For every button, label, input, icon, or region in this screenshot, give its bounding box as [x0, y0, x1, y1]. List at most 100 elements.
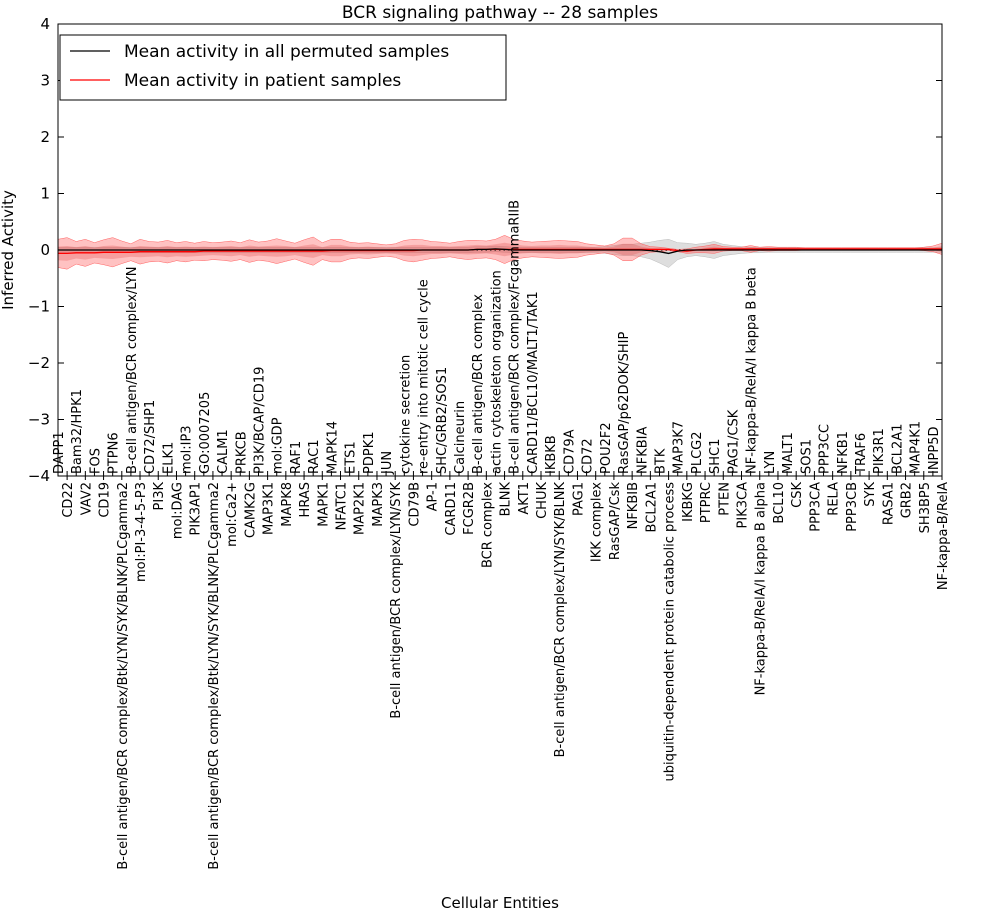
x-tick-label: SOS1 [799, 439, 814, 474]
x-tick-label: NFKBIB [626, 482, 641, 529]
x-tick-label: mol:PI-3-4-5-P3 [134, 482, 149, 582]
x-tick-label: MAP2K1 [353, 482, 368, 535]
x-tick-label: POU2F2 [599, 422, 614, 474]
x-tick-label: INPP5D [927, 426, 942, 474]
x-tick-label: GO:0007205 [198, 392, 213, 474]
x-tick-label: PAG1 [572, 482, 587, 516]
x-tick-label: PTEN [717, 482, 732, 516]
x-tick-label: SHC/GRB2/SOS1 [435, 367, 450, 474]
x-tick-label: RasGAP/Csk [608, 482, 623, 561]
x-tick-label: RasGAP/p62DOK/SHIP [617, 332, 632, 474]
x-tick-label: NF-kappa-B/RelA/I kappa B beta [745, 267, 760, 474]
y-tick-label: −2 [28, 354, 50, 372]
x-tick-label: NFATC1 [335, 482, 350, 530]
x-tick-label: BCL2A1 [890, 424, 905, 474]
x-tick-label: DAPP1 [52, 431, 67, 474]
x-tick-label: cytokine secretion [398, 355, 413, 474]
x-tick-label: AP-1 [426, 482, 441, 511]
x-tick-label: actin cytoskeleton organization [489, 270, 504, 474]
y-tick-label: 3 [40, 72, 50, 90]
x-tick-label: SYK [863, 482, 878, 507]
y-tick-label: 1 [40, 185, 50, 203]
x-axis-label: Cellular Entities [441, 894, 559, 912]
x-tick-label: B-cell antigen/BCR complex [471, 294, 486, 474]
legend-label-patient: Mean activity in patient samples [124, 71, 401, 91]
x-tick-label: PTPRC [699, 482, 714, 523]
x-tick-label: PIK3AP1 [189, 482, 204, 535]
x-tick-label: BCL10 [772, 482, 787, 524]
x-tick-label: CD79A [562, 429, 577, 474]
x-tick-label: PAG1/CSK [726, 409, 741, 474]
x-tick-label: MAP3K1 [262, 482, 277, 535]
x-tick-label: mol:IP3 [180, 425, 195, 474]
x-tick-label: CD79B [407, 482, 422, 527]
x-tick-label: MALT1 [781, 432, 796, 474]
y-tick-label: −4 [28, 467, 50, 485]
x-tick-label: GRB2 [900, 482, 915, 518]
x-tick-label: B-cell antigen/BCR complex/Btk/LYN/SYK/B… [116, 482, 131, 870]
x-tick-label: B-cell antigen/BCR complex/LYN/SYK [389, 482, 404, 719]
x-tick-label: Bam32/HPK1 [70, 389, 85, 474]
x-tick-label: PPP3CB [845, 482, 860, 532]
x-tick-label: PI3K/BCAP/CD19 [253, 367, 268, 474]
x-tick-label: CALM1 [216, 429, 231, 474]
x-tick-label: BCL2A1 [644, 482, 659, 532]
x-tick-label: RELA [827, 482, 842, 516]
x-tick-label: mol:Ca2+ [225, 482, 240, 547]
bands [57, 235, 943, 270]
x-tick-label: B-cell antigen/BCR complex/FcgammaRIIB [508, 200, 523, 474]
x-tick-label: BLNK [499, 482, 514, 517]
x-tick-label: MAPK1 [316, 482, 331, 527]
y-tick-label: 0 [40, 241, 50, 259]
y-tick-label: −3 [28, 411, 50, 429]
legend: Mean activity in all permuted samples Me… [59, 34, 507, 101]
x-tick-label: TRAF6 [854, 433, 869, 475]
x-tick-label: BTK [654, 448, 669, 474]
x-tick-label: MAPK3 [371, 482, 386, 527]
x-tick-label: IKBKG [681, 482, 696, 522]
series-lines [58, 248, 942, 255]
x-tick-label: IKBKB [544, 435, 559, 474]
legend-box [59, 34, 507, 101]
x-tick-label: CSK [790, 482, 805, 508]
y-tick-label: −1 [28, 298, 50, 316]
x-tick-label: RAF1 [289, 441, 304, 474]
y-axis: 4 3 2 1 0 −1 −2 −3 −4 [28, 15, 942, 485]
x-tick-label: PI3K [152, 482, 167, 511]
x-tick-label: PIK3CA [736, 482, 751, 529]
x-tick-label: re-entry into mitotic cell cycle [417, 279, 432, 474]
x-tick-label: NF-kappa-B/RelA [936, 482, 951, 590]
x-tick-label: PPP3CC [818, 424, 833, 474]
y-tick-label: 2 [40, 128, 50, 146]
x-tick-label: RASA1 [881, 482, 896, 525]
legend-label-permuted: Mean activity in all permuted samples [124, 42, 449, 62]
x-tick-label: MAP3K7 [672, 421, 687, 474]
x-tick-label: RAC1 [307, 439, 322, 474]
x-tick-label: SHC1 [708, 439, 723, 474]
x-tick-label: NFKB1 [836, 431, 851, 474]
x-tick-label: CARD11/BCL10/MALT1/TAK1 [526, 291, 541, 474]
plot-frame [57, 23, 943, 477]
x-tick-label: VAV2 [79, 482, 94, 515]
x-tick-label: Calcineurin [453, 401, 468, 474]
x-tick-label: PTPN6 [107, 432, 122, 474]
x-tick-label: FOS [89, 448, 104, 474]
x-tick-label: IKK complex [590, 482, 605, 562]
x-tick-label: ELK1 [161, 442, 176, 474]
x-tick-label: mol:GDP [271, 417, 286, 474]
x-tick-label: NFKBIA [635, 427, 650, 474]
x-tick-label: CAMK2G [243, 482, 258, 538]
x-tick-label: PIK3R1 [872, 428, 887, 474]
x-tick-label: B-cell antigen/BCR complex/LYN [125, 267, 140, 474]
y-tick-label: 4 [40, 15, 50, 33]
x-tick-label: MAPK14 [325, 421, 340, 474]
chart-title: BCR signaling pathway -- 28 samples [342, 3, 658, 23]
x-tick-label: SH3BP5 [918, 482, 933, 533]
x-tick-label: NF-kappa-B/RelA/I kappa B alpha [754, 482, 769, 695]
x-tick-label: FCGR2B [462, 482, 477, 535]
x-tick-label: AKT1 [517, 482, 532, 515]
x-tick-label: B-cell antigen/BCR complex/LYN/SYK/BLNK [553, 482, 568, 758]
patient-inner-band [58, 242, 942, 261]
x-tick-label: MAPK8 [280, 482, 295, 527]
x-tick-label: ubiquitin-dependent protein catabolic pr… [663, 482, 678, 782]
